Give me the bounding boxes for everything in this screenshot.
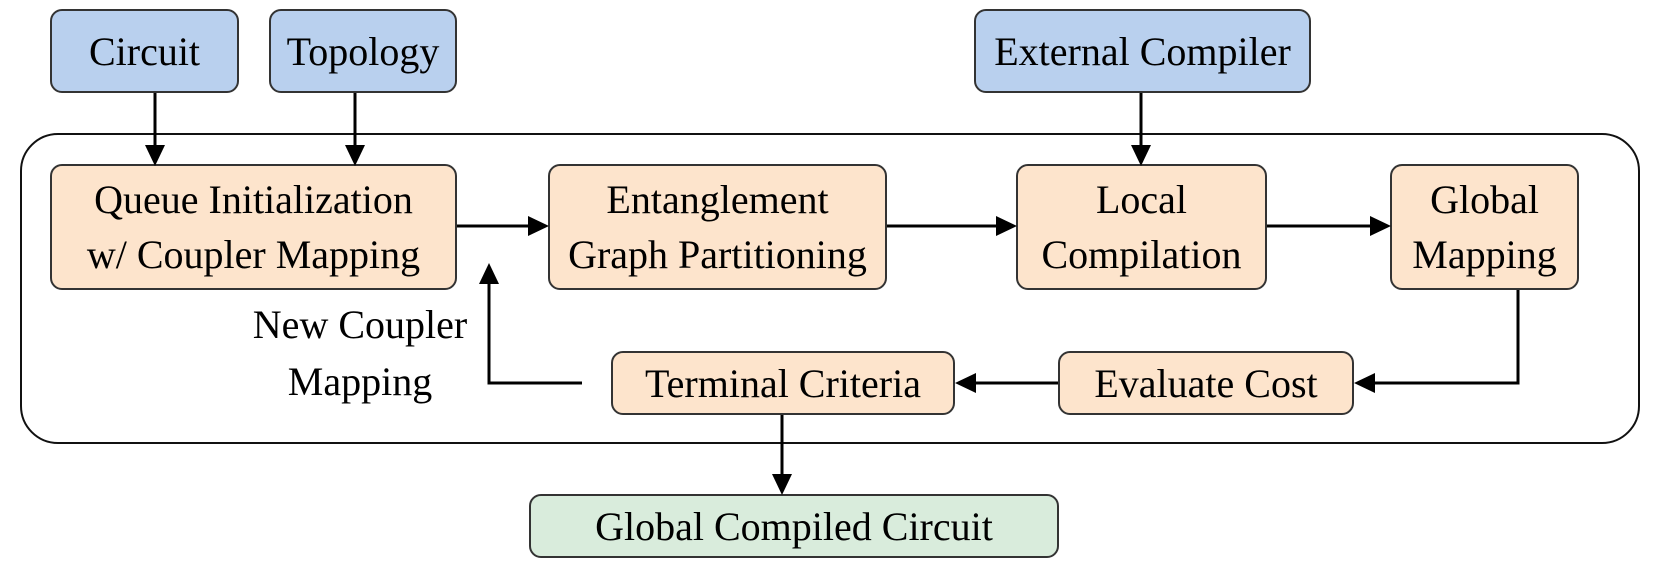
- global-mapping-line1: Global: [1430, 177, 1539, 222]
- circuit-input-node: Circuit: [50, 9, 239, 93]
- queue-initialization-node: Queue Initialization w/ Coupler Mapping: [50, 164, 457, 290]
- queue-initialization-line1: Queue Initialization: [94, 177, 413, 222]
- new-coupler-mapping-line2: Mapping: [287, 359, 433, 404]
- evaluate-cost-node: Evaluate Cost: [1058, 351, 1354, 415]
- external-compiler-label: External Compiler: [994, 28, 1291, 74]
- queue-initialization-line2: w/ Coupler Mapping: [86, 232, 421, 277]
- global-compiled-circuit-node: Global Compiled Circuit: [529, 494, 1059, 558]
- global-compiled-circuit-label: Global Compiled Circuit: [595, 503, 993, 549]
- arrowhead-output: [772, 474, 792, 495]
- iteration-loop-container: [20, 133, 1640, 444]
- entanglement-line1: Entanglement: [606, 177, 829, 222]
- terminal-criteria-label: Terminal Criteria: [645, 360, 921, 406]
- topology-input-node: Topology: [269, 9, 457, 93]
- new-coupler-mapping-label: New Coupler Mapping: [240, 296, 480, 410]
- circuit-label: Circuit: [88, 28, 201, 74]
- global-mapping-line2: Mapping: [1412, 232, 1557, 277]
- entanglement-line2: Graph Partitioning: [568, 232, 867, 277]
- local-compilation-line2: Compilation: [1041, 232, 1242, 277]
- topology-label: Topology: [286, 28, 440, 74]
- local-compilation-node: Local Compilation: [1016, 164, 1267, 290]
- local-compilation-line1: Local: [1095, 177, 1188, 222]
- terminal-criteria-node: Terminal Criteria: [611, 351, 955, 415]
- external-compiler-input-node: External Compiler: [974, 9, 1311, 93]
- entanglement-graph-partitioning-node: Entanglement Graph Partitioning: [548, 164, 887, 290]
- global-mapping-node: Global Mapping: [1390, 164, 1579, 290]
- new-coupler-mapping-line1: New Coupler: [252, 302, 468, 347]
- evaluate-cost-label: Evaluate Cost: [1094, 360, 1318, 406]
